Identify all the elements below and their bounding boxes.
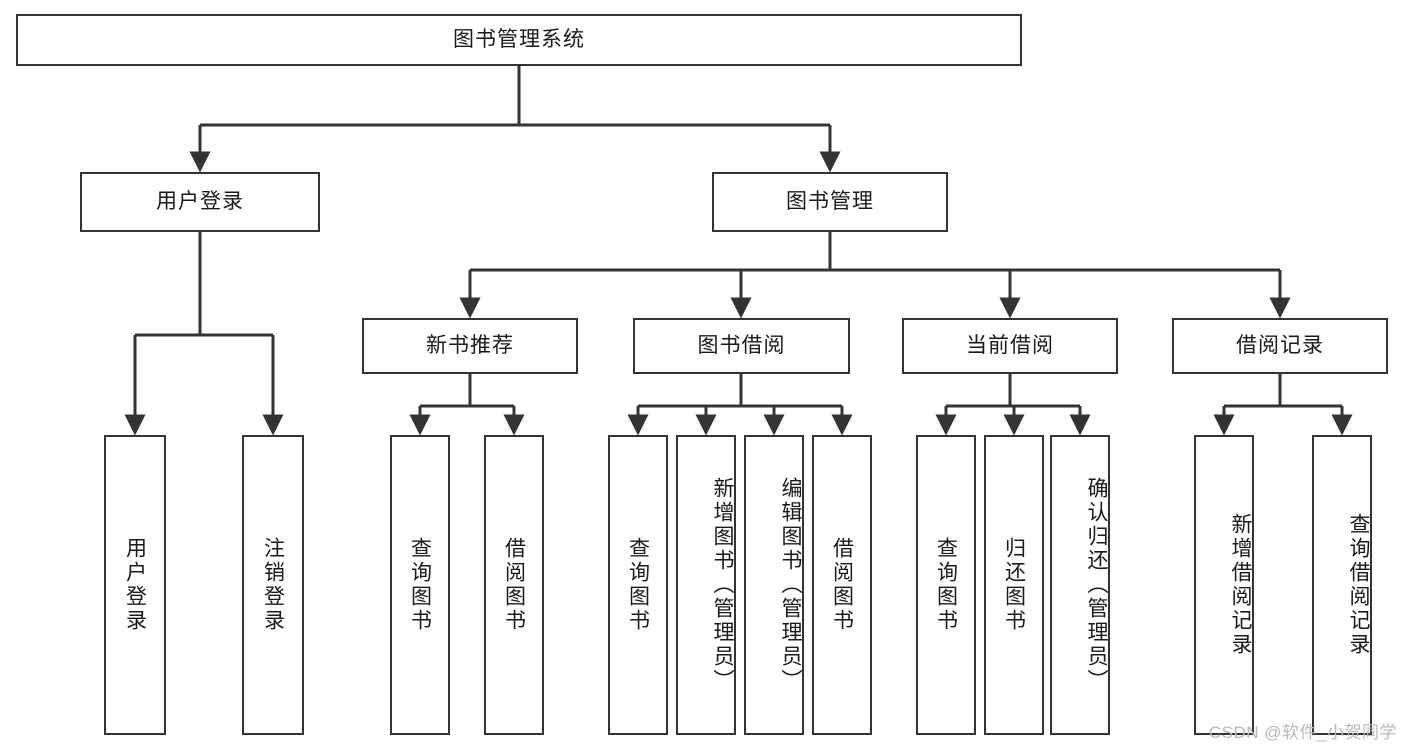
leaf-confirm-return[interactable]: 确认归还（管理员） xyxy=(1050,435,1110,735)
node-root[interactable]: 图书管理系统 xyxy=(16,14,1022,66)
leaf-borrow-book-2[interactable]: 借阅图书 xyxy=(812,435,872,735)
leaf-add-borrow-record[interactable]: 新增借阅记录 xyxy=(1194,435,1254,735)
leaf-borrow-book-1[interactable]: 借阅图书 xyxy=(484,435,544,735)
csdn-watermark: CSDN @软件_小贺同学 xyxy=(1208,723,1397,742)
leaf-query-book-2[interactable]: 查询图书 xyxy=(608,435,668,735)
leaf-edit-book[interactable]: 编辑图书（管理员） xyxy=(744,435,804,735)
leaf-query-borrow-record[interactable]: 查询借阅记录 xyxy=(1312,435,1372,735)
node-current-borrow[interactable]: 当前借阅 xyxy=(902,318,1118,374)
node-new-book-recommend[interactable]: 新书推荐 xyxy=(362,318,578,374)
leaf-query-book-1[interactable]: 查询图书 xyxy=(390,435,450,735)
node-user-login[interactable]: 用户登录 xyxy=(80,172,320,232)
node-borrow-record[interactable]: 借阅记录 xyxy=(1172,318,1388,374)
leaf-return-book[interactable]: 归还图书 xyxy=(984,435,1044,735)
node-book-manage[interactable]: 图书管理 xyxy=(712,172,948,232)
leaf-user-login[interactable]: 用户登录 xyxy=(104,435,166,735)
leaf-add-book[interactable]: 新增图书（管理员） xyxy=(676,435,736,735)
leaf-query-book-3[interactable]: 查询图书 xyxy=(916,435,976,735)
leaf-user-logout[interactable]: 注销登录 xyxy=(242,435,304,735)
node-book-borrow[interactable]: 图书借阅 xyxy=(633,318,850,374)
